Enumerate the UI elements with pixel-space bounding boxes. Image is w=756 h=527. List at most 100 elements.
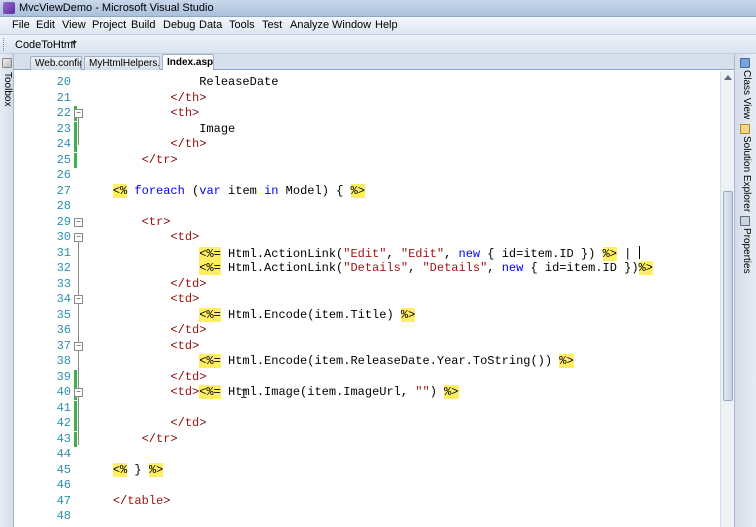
scroll-up-icon[interactable] [724,75,732,80]
visual-studio-icon [3,2,15,14]
code-line[interactable]: 35 <%= Html.Encode(item.Title) %> [14,307,720,323]
code-text[interactable]: <%= Html.ActionLink("Edit", "Edit", new … [84,245,640,262]
changed-line-marker [74,431,77,447]
solution-explorer-tab[interactable]: Solution Explorer [741,136,752,213]
code-line[interactable]: 37− <td> [14,339,720,354]
tab-web-config[interactable]: Web.config [30,56,82,70]
fold-collapse-icon[interactable]: − [74,233,83,242]
code-text[interactable]: </td> [170,369,207,384]
fold-collapse-icon[interactable]: − [74,295,83,304]
code-line[interactable]: 33 </td> [14,277,720,292]
menu-debug[interactable]: Debug [163,19,196,31]
fold-collapse-icon[interactable]: − [74,388,83,397]
code-text[interactable]: </tr> [141,152,178,167]
code-line[interactable]: 42 </td> [14,416,720,431]
toolbar: CodeToHtml [0,35,756,54]
code-text[interactable]: <%= Html.ActionLink("Details", "Details"… [199,261,653,275]
menu-help[interactable]: Help [375,19,398,31]
code-text[interactable]: </th> [170,90,207,105]
code-text[interactable]: </td> [170,276,207,291]
code-line[interactable]: 23 Image [14,121,720,137]
properties-tab[interactable]: Properties [741,228,752,274]
solution-explorer-icon [740,124,750,134]
changed-line-marker [74,152,77,168]
menu-project[interactable]: Project [92,19,127,31]
code-text[interactable]: <%= Html.Encode(item.ReleaseDate.Year.To… [199,354,574,368]
code-text[interactable]: </td> [170,416,207,430]
menu-window[interactable]: Window [332,19,372,31]
code-line[interactable]: 47 </table> [14,494,720,509]
code-line[interactable]: 28 [14,199,720,214]
code-line[interactable]: 43 </tr> [14,431,720,447]
line-number: 43 [56,431,71,446]
line-number: 22 [56,106,71,120]
code-text[interactable]: </th> [170,137,207,151]
code-text[interactable]: <%= Html.Encode(item.Title) %> [199,307,416,322]
menu-tools[interactable]: Tools [229,19,255,31]
code-text[interactable]: ReleaseDate [84,75,279,89]
code-line[interactable]: 44 [14,447,720,462]
code-text[interactable]: <td><%= Html.Image(item.ImageUrl, "") %> [170,385,459,399]
class-view-icon [740,58,750,68]
editor-vertical-scrollbar[interactable] [720,71,734,527]
tab-myhtmlhelpers[interactable]: MyHtmlHelpers.cs [84,56,160,70]
code-line[interactable]: 22− <th> [14,106,720,121]
code-line[interactable]: 20 ReleaseDate [14,75,720,90]
code-text[interactable]: <tr> [141,214,171,229]
code-line[interactable]: 45 <% } %> [14,462,720,478]
code-text[interactable]: </table> [112,493,171,508]
code-text[interactable]: <td> [170,338,200,353]
code-text[interactable]: <% } %> [112,462,164,477]
code-line[interactable]: 31 <%= Html.ActionLink("Edit", "Edit", n… [14,245,720,262]
code-text[interactable]: <td> [170,230,200,244]
class-view-tab[interactable]: Class View [741,70,752,120]
line-number: 38 [56,354,71,368]
code-text[interactable]: <th> [170,106,200,120]
fold-collapse-icon[interactable]: − [74,109,83,118]
menu-data[interactable]: Data [199,19,223,31]
code-line[interactable]: 29− <tr> [14,215,720,230]
fold-collapse-icon[interactable]: − [74,217,83,227]
menu-test[interactable]: Test [262,19,283,31]
line-number: 42 [56,416,71,430]
code-line[interactable]: 38 <%= Html.Encode(item.ReleaseDate.Year… [14,354,720,369]
code-line[interactable]: 48 [14,509,720,524]
code-to-html-button[interactable]: CodeToHtml [15,39,76,51]
toolbox-icon[interactable] [2,58,12,68]
code-line[interactable]: 36 </td> [14,323,720,338]
menu-view[interactable]: View [62,19,86,31]
tab-index-aspx[interactable]: Index.aspx [162,54,214,70]
line-number: 44 [56,447,71,461]
code-line[interactable]: 21 </th> [14,91,720,106]
dropdown-arrow-icon[interactable] [71,41,77,45]
menu-analyze[interactable]: Analyze [290,19,330,31]
fold-collapse-icon[interactable]: − [74,341,83,351]
menu-file[interactable]: File [12,19,30,31]
code-text[interactable]: </td> [170,323,207,337]
code-line[interactable]: 24 </th> [14,137,720,152]
code-text[interactable]: </tr> [141,431,178,446]
changed-line-marker [74,416,77,431]
scrollbar-thumb[interactable] [723,191,733,401]
code-line[interactable]: 34− <td> [14,292,720,307]
changed-line-marker [74,400,77,416]
code-line[interactable]: 39 </td> [14,369,720,385]
code-line[interactable]: 26 [14,168,720,183]
code-line[interactable]: 40− <td><%= Html.Image(item.ImageUrl, ""… [14,385,720,400]
code-line[interactable]: 25 </tr> [14,152,720,168]
code-line[interactable]: 32 <%= Html.ActionLink("Details", "Detai… [14,261,720,276]
menu-edit[interactable]: Edit [36,19,55,31]
code-text[interactable]: <td> [170,292,200,306]
code-line[interactable]: 41 [14,400,720,416]
code-line[interactable]: 46 [14,478,720,493]
menu-build[interactable]: Build [131,19,156,31]
toolbar-grip-icon[interactable] [3,38,6,51]
code-text[interactable]: Image [84,121,236,136]
code-line[interactable]: 27 <% foreach (var item in Model) { %> [14,183,720,199]
line-number: 30 [56,230,71,244]
code-line[interactable]: 30− <td> [14,230,720,245]
code-text[interactable]: <% foreach (var item in Model) { %> [112,183,365,198]
toolbox-tab[interactable]: Toolbox [2,72,13,107]
menu-bar: File Edit View Project Build Debug Data … [0,17,756,35]
